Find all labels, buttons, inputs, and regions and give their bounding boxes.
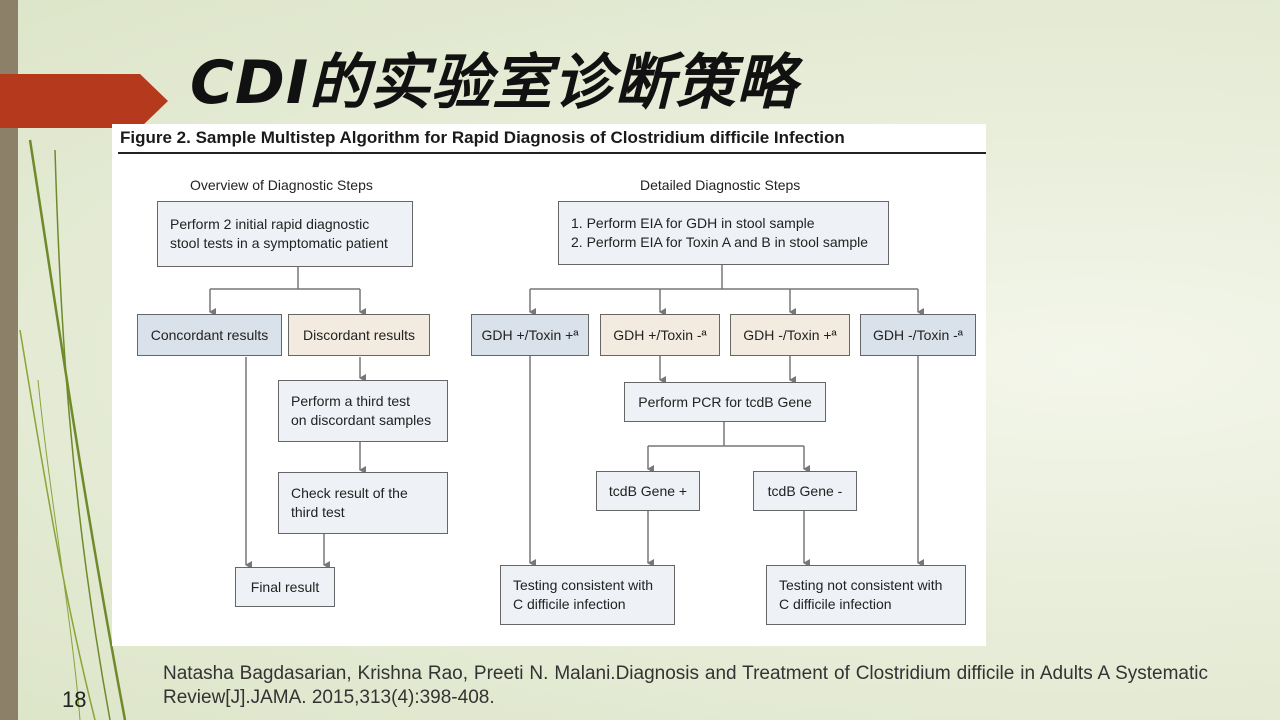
not-consistent-line2: C difficile infection — [779, 596, 892, 612]
overview-heading: Overview of Diagnostic Steps — [190, 177, 373, 193]
gdh-neg-toxin-pos-box: GDH -/Toxin +ª — [730, 314, 850, 356]
eia-step2: 2. Perform EIA for Toxin A and B in stoo… — [571, 234, 869, 250]
decorative-curves — [19, 139, 127, 720]
third-test-line1: Perform a third test — [291, 393, 411, 409]
gdh-pos-toxin-neg-label: GDH +/Toxin -ª — [613, 326, 707, 343]
page-number: 18 — [62, 687, 87, 712]
eia-steps-box: 1. Perform EIA for GDH in stool sample 2… — [558, 201, 889, 265]
title-accent-arrow — [0, 74, 168, 128]
gdh-neg-toxin-pos-label: GDH -/Toxin +ª — [743, 326, 837, 343]
left-decor-bar — [0, 0, 18, 720]
initial-tests-line1: Perform 2 initial rapid diagnostic — [170, 216, 370, 232]
gdh-pos-toxin-pos-box: GDH +/Toxin +ª — [471, 314, 589, 356]
gdh-pos-toxin-pos-label: GDH +/Toxin +ª — [481, 326, 579, 343]
pcr-label: Perform PCR for tcdB Gene — [638, 393, 812, 410]
not-consistent-line1: Testing not consistent with — [779, 577, 943, 593]
tcdb-positive-label: tcdB Gene + — [608, 482, 688, 499]
consistent-line2: C difficile infection — [513, 596, 626, 612]
figure-title-rule — [118, 152, 986, 154]
third-test-line2: on discordant samples — [291, 412, 432, 428]
gdh-neg-toxin-neg-box: GDH -/Toxin -ª — [860, 314, 976, 356]
initial-tests-line2: stool tests in a symptomatic patient — [170, 235, 388, 251]
check-result-box: Check result of the third test — [278, 472, 448, 534]
pcr-box: Perform PCR for tcdB Gene — [624, 382, 826, 422]
initial-tests-box: Perform 2 initial rapid diagnostic stool… — [157, 201, 413, 267]
testing-consistent-box: Testing consistent with C difficile infe… — [500, 565, 675, 625]
third-test-box: Perform a third test on discordant sampl… — [278, 380, 448, 442]
slide-title: CDI的实验室诊断策略 — [190, 48, 798, 118]
concordant-label: Concordant results — [150, 326, 269, 343]
tcdb-negative-box: tcdB Gene - — [753, 471, 857, 511]
figure-title: Figure 2. Sample Multistep Algorithm for… — [120, 128, 845, 147]
detailed-heading: Detailed Diagnostic Steps — [640, 177, 801, 193]
final-result-box: Final result — [235, 567, 335, 607]
gdh-neg-toxin-neg-label: GDH -/Toxin -ª — [873, 326, 963, 343]
tcdb-negative-label: tcdB Gene - — [767, 482, 843, 499]
check-result-line2: third test — [291, 504, 345, 520]
citation-text: Natasha Bagdasarian, Krishna Rao, Preeti… — [163, 663, 1208, 708]
flowchart-figure: Figure 2. Sample Multistep Algorithm for… — [112, 124, 986, 646]
gdh-pos-toxin-neg-box: GDH +/Toxin -ª — [600, 314, 720, 356]
final-result-label: Final result — [250, 578, 320, 595]
eia-step1: 1. Perform EIA for GDH in stool sample — [571, 215, 815, 231]
check-result-line1: Check result of the — [291, 485, 408, 501]
tcdb-positive-box: tcdB Gene + — [596, 471, 700, 511]
discordant-label: Discordant results — [302, 326, 416, 343]
consistent-line1: Testing consistent with — [513, 577, 654, 593]
concordant-results-box: Concordant results — [137, 314, 282, 356]
flowchart-connectors — [209, 265, 924, 569]
discordant-results-box: Discordant results — [288, 314, 430, 356]
testing-not-consistent-box: Testing not consistent with C difficile … — [766, 565, 966, 625]
